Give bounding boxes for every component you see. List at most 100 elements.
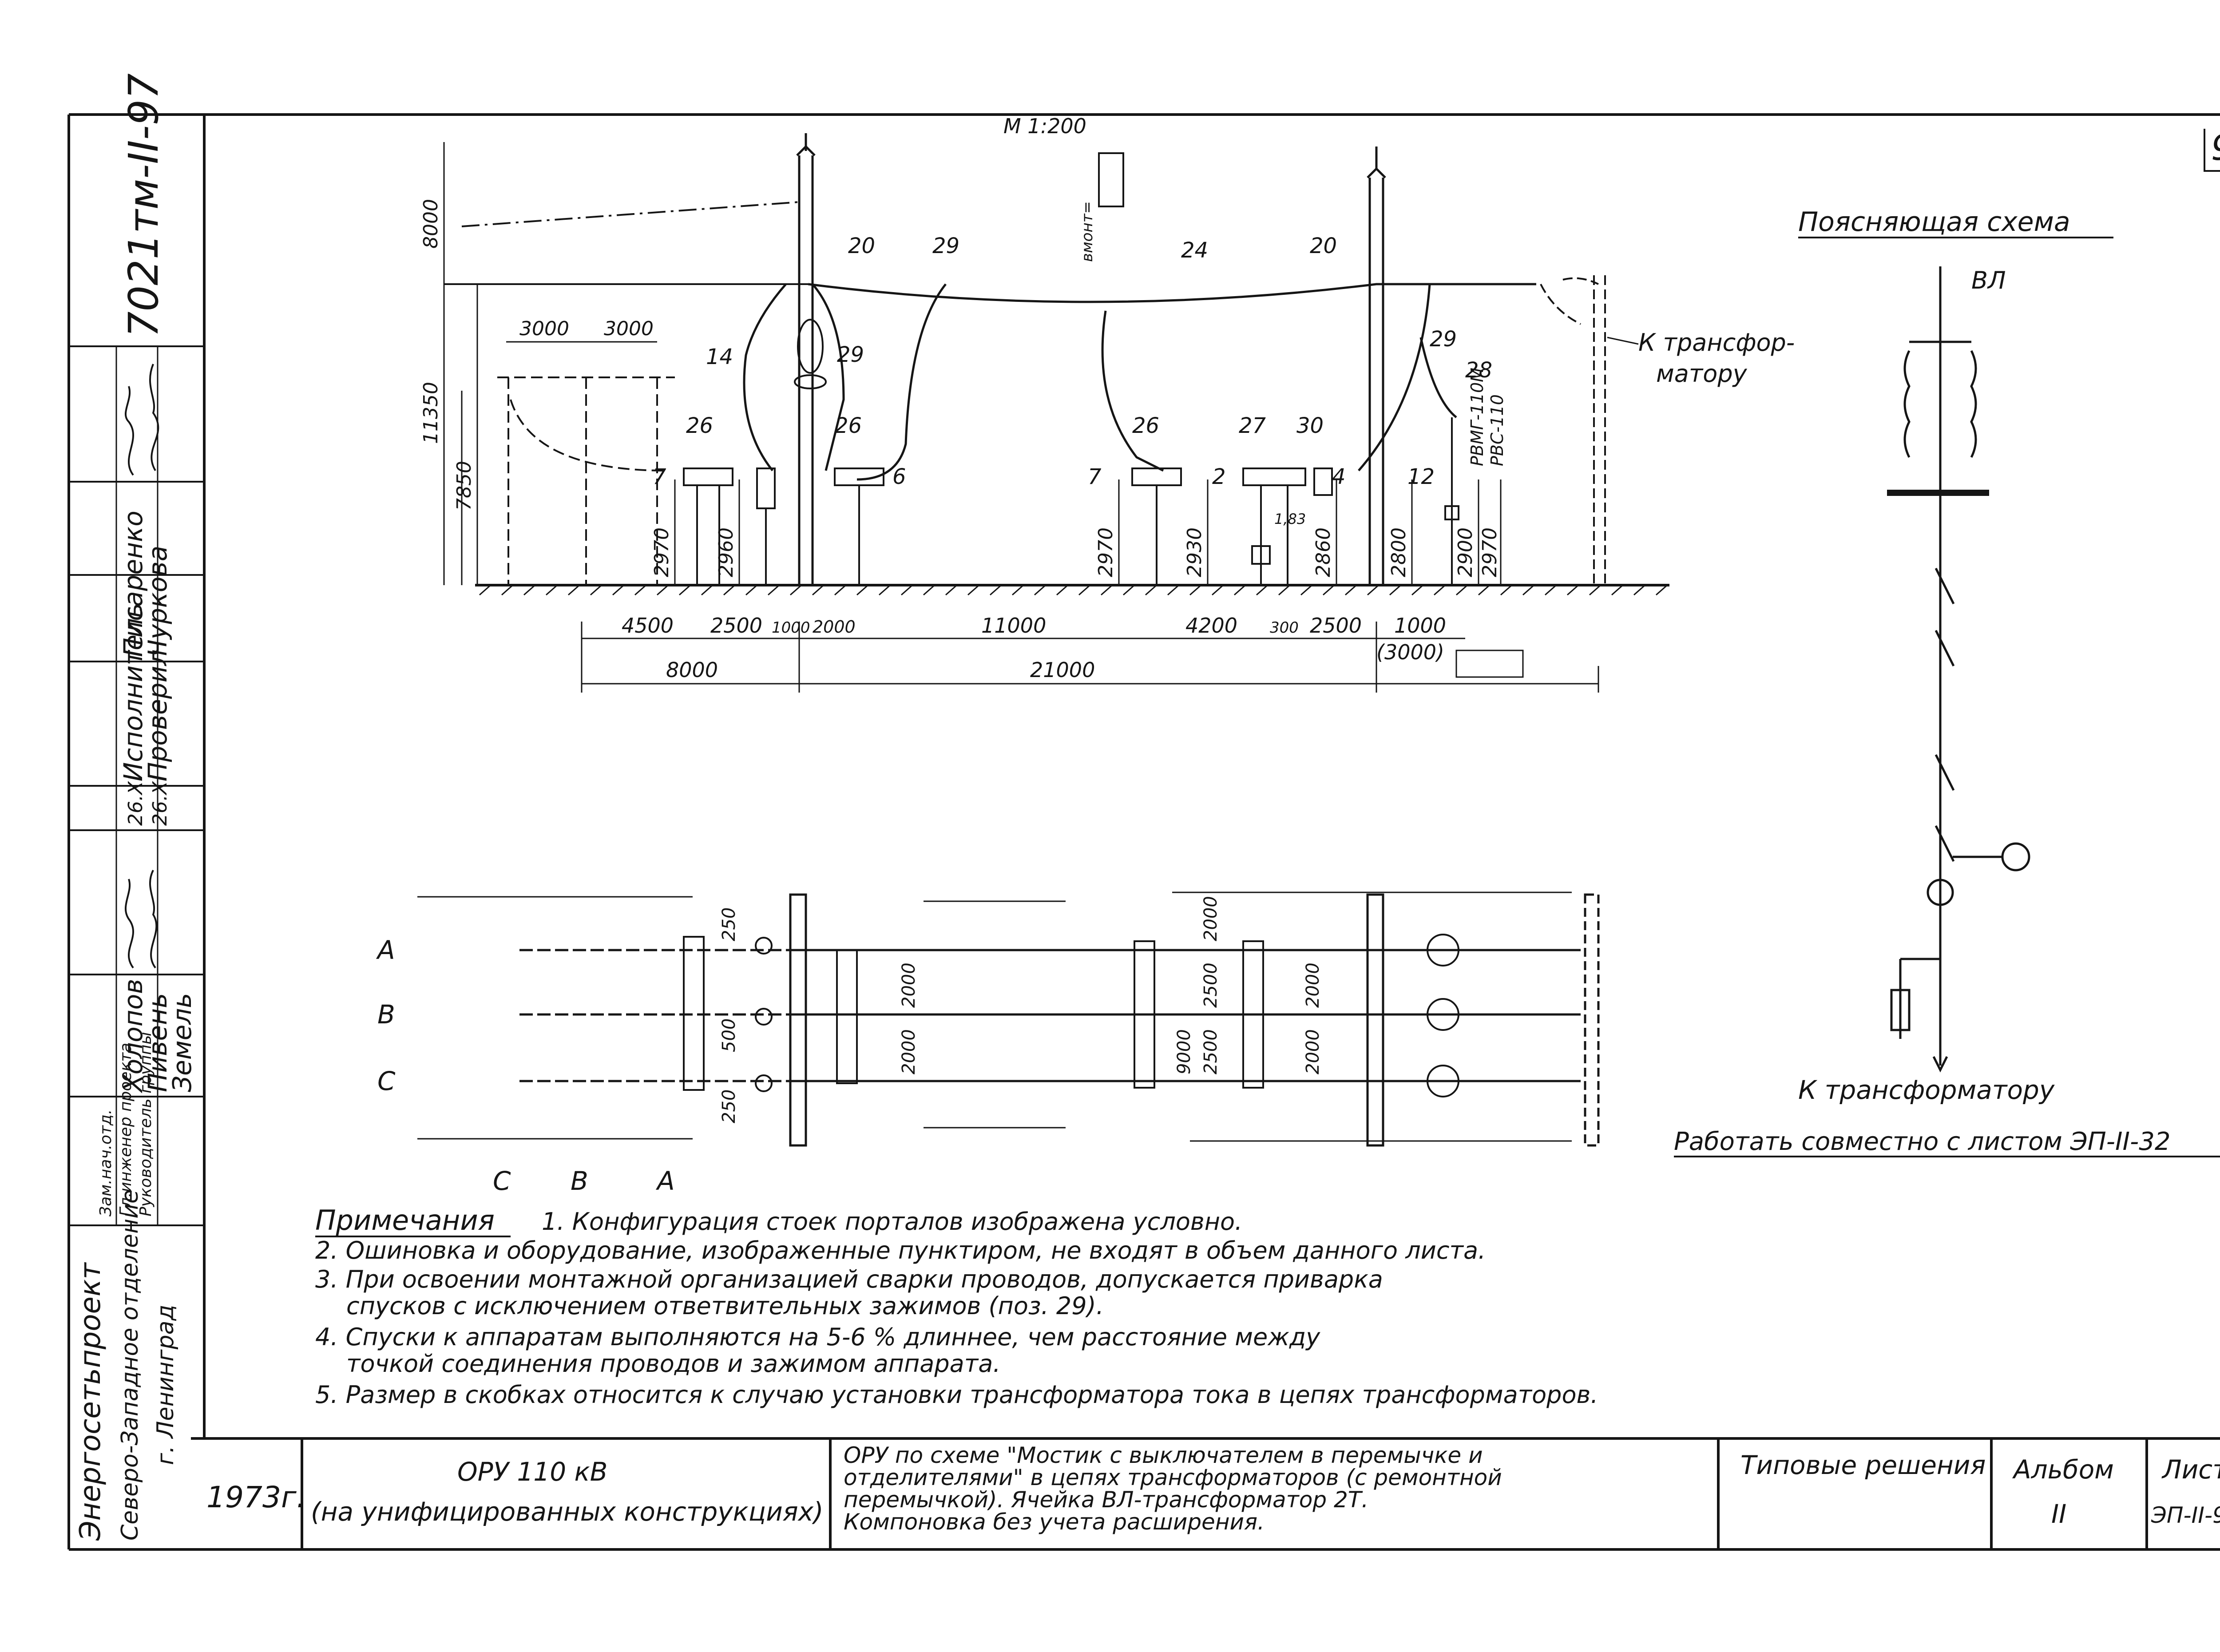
- equipment-disconnector-right: [1131, 467, 1182, 585]
- note-1: 1. Конфигурация стоек порталов изображен…: [542, 1208, 1242, 1236]
- callout-29-mid: 29: [837, 342, 864, 367]
- stamp-name-2: Пивень: [143, 993, 173, 1092]
- callout-4: 4: [1332, 464, 1346, 489]
- dim-2000: 2000: [813, 617, 856, 637]
- dim-1000-b: 1000: [1394, 614, 1446, 638]
- signature-2: [124, 870, 158, 969]
- callout-numbers: 20 29 14 29 26 6 7 24 20 26 26 27 30 7 2…: [653, 234, 1492, 527]
- callout-28: 28: [1465, 358, 1492, 383]
- stamp-name-1: Холопов: [118, 979, 148, 1093]
- phase-a: A: [376, 935, 395, 965]
- conductor-24: [808, 283, 1536, 303]
- height-8000: 8000: [420, 199, 442, 249]
- notes: Примечания 1. Конфигурация стоек портало…: [315, 1204, 1598, 1409]
- dim-1000-a: 1000: [772, 619, 810, 637]
- height-2800: 2800: [1388, 527, 1410, 577]
- ground-hatch: [479, 584, 1668, 596]
- notes-heading: Примечания: [315, 1204, 495, 1236]
- height-2960: 2960: [715, 527, 737, 577]
- height-labels: 8000 11350 7850 2970 2960 2970 2930 2860…: [420, 199, 1507, 577]
- portal-far-right: [1593, 275, 1606, 585]
- plan-dim-9000: 9000: [1174, 1029, 1194, 1074]
- horizontal-dimensions: [581, 622, 1599, 693]
- title-sheet-label: Лист: [2161, 1454, 2220, 1485]
- note-3-cont: спусков с исключением ответвительных заж…: [346, 1292, 1104, 1320]
- height-2970-a: 2970: [650, 527, 673, 577]
- spacing-top-1: 3000: [519, 317, 569, 340]
- plan-dim-2000-a: 2000: [899, 963, 919, 1008]
- note-4-cont: точкой соединения проводов и зажимом апп…: [346, 1350, 1000, 1378]
- callout-6: 6: [892, 464, 906, 489]
- plan-dim-2000-b: 2000: [899, 1029, 919, 1074]
- droppers-right: [1101, 284, 1457, 472]
- side-stamp: 7021тм-II-97 Зам.нач.отд. Гл.инженер про…: [74, 73, 197, 1541]
- stamp-name-5: Чуркова: [143, 546, 173, 657]
- callout-26-right: 26: [1132, 413, 1159, 438]
- callout-26-left: 26: [686, 413, 713, 438]
- work-together-note: Работать совместно с листом ЭП-II-32: [1674, 1127, 2171, 1156]
- scheme-bottom-label: К трансформатору: [1798, 1075, 2055, 1105]
- callout-7-right: 7: [1088, 464, 1102, 489]
- dim-2500-a: 2500: [710, 614, 762, 638]
- height-2970-b: 2970: [1094, 527, 1117, 577]
- vertical-dimensions: [443, 142, 1502, 585]
- scheme-line: [1887, 266, 2030, 1073]
- title-name-2: (на унифицированных конструкциях): [311, 1497, 824, 1527]
- callout-2: 2: [1212, 464, 1226, 489]
- callout-29-top: 29: [932, 234, 959, 258]
- phase-c: C: [377, 1066, 396, 1096]
- dim-21000: 21000: [1030, 658, 1095, 682]
- dim-300: 300: [1270, 619, 1299, 637]
- dim-2500-b: 2500: [1310, 614, 1362, 638]
- far-right-dropper-dashed: [1540, 277, 1599, 325]
- title-desc-2: отделителями" в цепях трансформаторов (с…: [844, 1465, 1502, 1490]
- plan-buses: [417, 891, 1581, 1142]
- to-transformer-leader: [1607, 337, 1639, 345]
- scale-marker-box: [1098, 152, 1124, 207]
- plan-dim-250-a: 250: [719, 907, 739, 941]
- plan-dim-2500-b: 2500: [1201, 1029, 1221, 1074]
- stamp-role-5: Проверил: [143, 650, 173, 781]
- org-line-3: г. Ленинград: [152, 1305, 179, 1465]
- height-7850: 7850: [453, 461, 476, 511]
- dim-11000: 11000: [981, 614, 1046, 638]
- stamp-date-1: 26.XI: [124, 776, 147, 826]
- portal-left: [796, 133, 816, 585]
- plan-view: A B C C B A 250 500 250 2000 2000 2000 2…: [376, 891, 1600, 1196]
- callout-20-right: 20: [1310, 234, 1337, 258]
- title-year: 1973г.: [206, 1480, 306, 1514]
- equipment-disconnector-left: [683, 467, 776, 585]
- height-2930: 2930: [1183, 527, 1206, 577]
- callout-27: 27: [1239, 413, 1266, 438]
- arrester-label-2: РВС-110: [1487, 394, 1507, 466]
- org-line-2: Северо-Западное отделение: [117, 1189, 143, 1541]
- callout-14: 14: [706, 345, 733, 369]
- corner-mark: [2204, 129, 2220, 172]
- plan-dim-2000-d: 2000: [1303, 963, 1323, 1008]
- callout-30: 30: [1296, 413, 1324, 438]
- stamp-role-2: Гл.инженер проекта: [117, 1043, 135, 1216]
- dim-4500: 4500: [622, 614, 674, 638]
- height-11350: 11350: [420, 382, 442, 444]
- bottom-phase-c: C: [493, 1166, 511, 1196]
- bottom-phase-a: A: [655, 1166, 675, 1196]
- portal-right: [1367, 147, 1386, 585]
- height-2900: 2900: [1454, 527, 1477, 577]
- doc-code-vertical: 7021тм-II-97: [120, 73, 167, 337]
- scheme-title: Поясняющая схема: [1798, 206, 2070, 238]
- callout-26-mid: 26: [835, 413, 862, 438]
- equipment-breaker-right: [1242, 467, 1333, 585]
- spacing-top-2: 3000: [604, 317, 654, 340]
- equipment-separator-left: [794, 319, 884, 585]
- equipment-arrester: [1444, 417, 1459, 585]
- callout-20-left: 20: [848, 234, 875, 258]
- plan-dimension-labels: 250 500 250 2000 2000 2000 2500 2500 900…: [719, 896, 1323, 1123]
- stamp-role-3: Руководитель группы: [137, 1032, 155, 1216]
- plan-dim-2500-a: 2500: [1201, 963, 1221, 1008]
- plan-dim-500: 500: [719, 1018, 739, 1052]
- note-4: 4. Спуски к аппаратам выполняются на 5-6…: [315, 1323, 1320, 1351]
- stamp-role-1: Зам.нач.отд.: [97, 1109, 115, 1216]
- dimension-labels: 4500 2500 1000 2000 11000 4200 300 2500 …: [622, 614, 1446, 682]
- plan-dim-2000-c: 2000: [1201, 896, 1221, 941]
- title-desc-1: ОРУ по схеме "Мостик с выключателем в пе…: [844, 1442, 1483, 1468]
